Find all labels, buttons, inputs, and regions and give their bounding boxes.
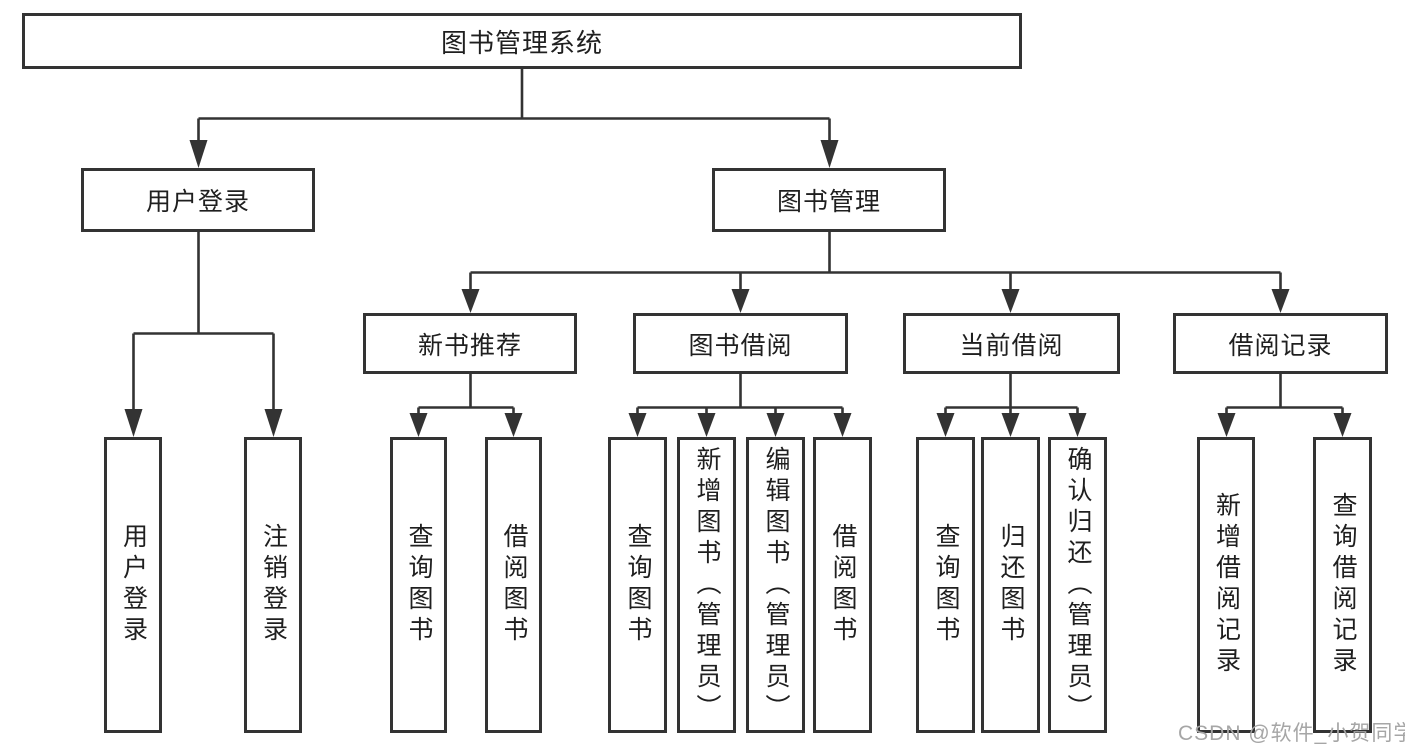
arrowhead-bb-query [628, 413, 647, 437]
node-borrow-record: 借阅记录 [1173, 313, 1388, 374]
leaf-bb-add-book-admin: 新增图书（管理员） [677, 437, 736, 733]
node-root: 图书管理系统 [22, 13, 1022, 69]
leaf-br-query-record-label: 查询借阅记录 [1329, 492, 1357, 678]
leaf-logout: 注销登录 [244, 437, 302, 733]
arrowhead-book-management [820, 140, 839, 168]
arrowhead-leaf-login [124, 409, 143, 437]
leaf-nbr-borrow-book-label: 借阅图书 [500, 523, 528, 647]
connector-user-login-split [132, 232, 275, 411]
leaf-bb-edit-book-admin: 编辑图书（管理员） [746, 437, 805, 733]
arrowhead-new-book-recommend [461, 289, 480, 313]
arrowhead-br-query [1333, 413, 1352, 437]
node-book-management: 图书管理 [712, 168, 946, 232]
leaf-bb-edit-book-admin-label: 编辑图书（管理员） [762, 445, 790, 725]
arrowhead-bb-borrow [833, 413, 852, 437]
node-book-borrow: 图书借阅 [633, 313, 848, 374]
leaf-logout-label: 注销登录 [259, 523, 288, 647]
arrowhead-bb-add [697, 413, 716, 437]
arrowhead-cb-confirm [1068, 413, 1087, 437]
leaf-br-add-record: 新增借阅记录 [1197, 437, 1255, 733]
arrowhead-bb-edit [766, 413, 785, 437]
node-root-label: 图书管理系统 [440, 27, 603, 58]
leaf-bb-borrow-book: 借阅图书 [813, 437, 872, 733]
connector-new-book-recommend-split [417, 374, 515, 414]
node-user-login-label: 用户登录 [145, 188, 250, 216]
connector-book-borrow-split [636, 374, 844, 414]
leaf-bb-add-book-admin-label: 新增图书（管理员） [693, 445, 721, 725]
leaf-bb-query-book: 查询图书 [608, 437, 667, 733]
leaf-cb-confirm-return-admin-label: 确认归还（管理员） [1064, 445, 1092, 725]
connector-current-borrow-split [944, 374, 1079, 414]
arrowhead-nbr-query [409, 413, 428, 437]
node-borrow-record-label: 借阅记录 [1228, 331, 1333, 360]
leaf-cb-confirm-return-admin: 确认归还（管理员） [1048, 437, 1107, 733]
arrowhead-cb-query [936, 413, 955, 437]
leaf-nbr-borrow-book: 借阅图书 [485, 437, 542, 733]
arrowhead-cb-return [1001, 413, 1020, 437]
arrowhead-current-borrow [1001, 289, 1020, 313]
leaf-br-query-record: 查询借阅记录 [1313, 437, 1372, 733]
node-new-book-recommend: 新书推荐 [363, 313, 577, 374]
arrowhead-leaf-logout [264, 409, 283, 437]
node-new-book-recommend-label: 新书推荐 [417, 331, 522, 360]
connector-root-split [197, 69, 831, 142]
connector-borrow-record-split [1225, 374, 1344, 414]
arrowhead-borrow-record [1271, 289, 1290, 313]
leaf-user-login: 用户登录 [104, 437, 162, 733]
leaf-nbr-query-book: 查询图书 [390, 437, 447, 733]
leaf-br-add-record-label: 新增借阅记录 [1212, 492, 1241, 678]
leaf-user-login-label: 用户登录 [119, 523, 148, 647]
leaf-bb-query-book-label: 查询图书 [624, 523, 652, 647]
leaf-cb-return-book-label: 归还图书 [997, 523, 1025, 647]
arrowhead-user-login [189, 140, 208, 168]
leaf-bb-borrow-book-label: 借阅图书 [829, 523, 857, 647]
node-book-borrow-label: 图书借阅 [688, 331, 793, 360]
node-user-login: 用户登录 [81, 168, 315, 232]
node-current-borrow-label: 当前借阅 [959, 331, 1064, 360]
leaf-cb-query-book: 查询图书 [916, 437, 975, 733]
arrowhead-nbr-borrow [504, 413, 523, 437]
connector-book-management-split [469, 232, 1282, 291]
leaf-cb-query-book-label: 查询图书 [932, 523, 960, 647]
csdn-watermark: CSDN @软件_小贺同学 [1178, 722, 1405, 745]
arrowhead-book-borrow [731, 289, 750, 313]
leaf-cb-return-book: 归还图书 [981, 437, 1040, 733]
leaf-nbr-query-book-label: 查询图书 [405, 523, 433, 647]
arrowhead-br-add [1217, 413, 1236, 437]
node-current-borrow: 当前借阅 [903, 313, 1120, 374]
node-book-management-label: 图书管理 [776, 188, 881, 216]
